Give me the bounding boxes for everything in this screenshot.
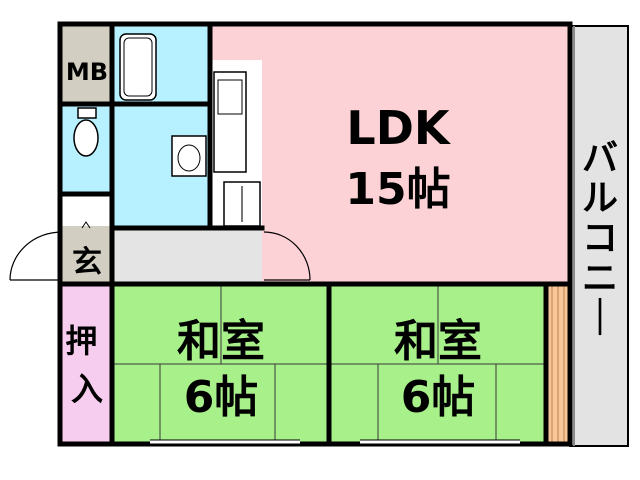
entrance-room — [62, 226, 112, 282]
ldk-size-label: 15帖 — [345, 164, 450, 215]
tatami-lines-left — [114, 286, 328, 442]
refrigerator-icon — [223, 181, 261, 227]
mb-label: MB — [66, 58, 108, 86]
balcony-label-char: ル — [582, 178, 618, 219]
washitsu-left-size: 6帖 — [184, 372, 259, 423]
tatami-lines-right — [330, 286, 546, 442]
closet-label: 押 入 — [65, 322, 108, 408]
corridor — [112, 230, 262, 282]
ldk-room — [210, 26, 568, 284]
entrance-label: 玄 — [72, 245, 102, 280]
entrance-door-icon — [9, 231, 63, 281]
balcony-label-char: ｜ — [582, 297, 618, 339]
wash-basin-icon — [171, 135, 207, 177]
step-icon — [81, 221, 91, 229]
balcony-label-char: バ — [582, 138, 618, 179]
kitchen-counter-icon — [213, 71, 247, 173]
closet-label-char1: 押 — [65, 322, 97, 360]
balcony-label: バルコニ｜ — [582, 138, 618, 339]
balcony-label-char: コ — [582, 218, 618, 259]
bathtub-icon — [119, 33, 157, 101]
washitsu-right-name: 和室 — [394, 316, 482, 367]
toilet-icon — [73, 107, 99, 157]
closet-room — [62, 284, 112, 442]
balcony-label-char: ニ — [582, 258, 618, 299]
mb-room — [62, 26, 112, 104]
walls — [57, 21, 573, 447]
washitsu-left-name: 和室 — [177, 316, 265, 367]
washitsu-right-size: 6帖 — [401, 372, 476, 423]
ldk-name-label: LDK — [346, 101, 451, 155]
ldk-door-icon — [263, 231, 311, 281]
balcony-area — [569, 25, 629, 447]
closet-label-char2: 入 — [71, 370, 103, 408]
storage-strip — [546, 286, 568, 442]
